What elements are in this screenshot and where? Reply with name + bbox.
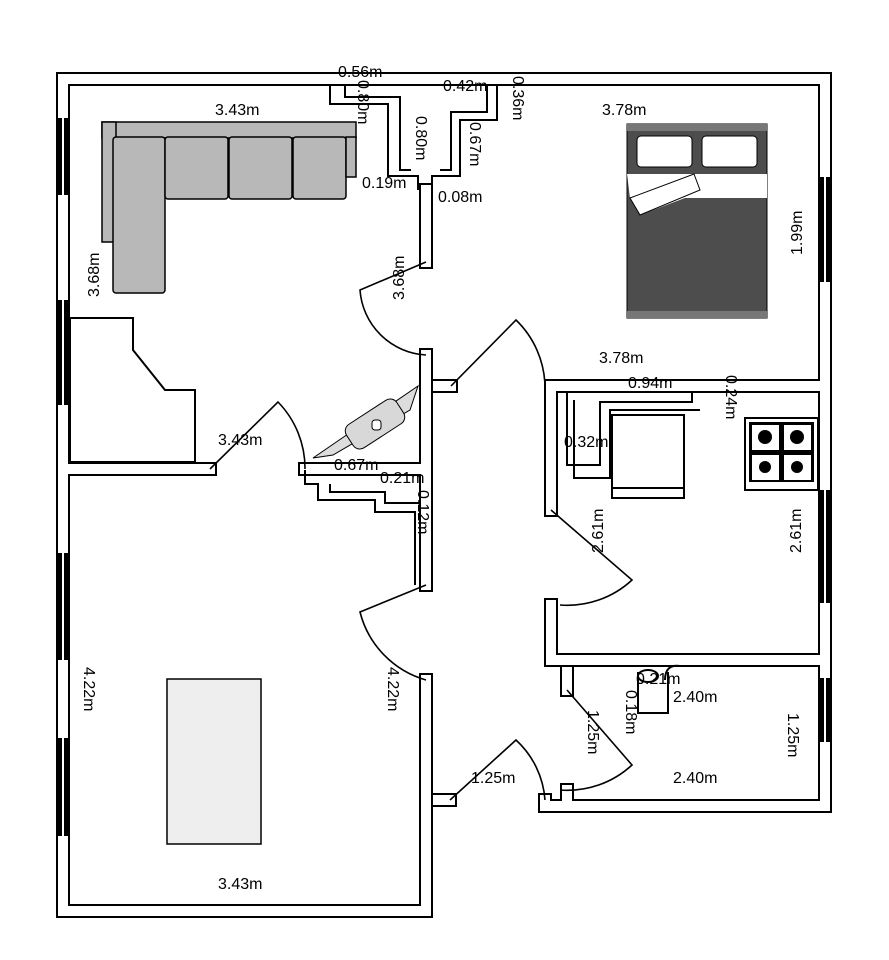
door-kitchen: [550, 509, 634, 607]
walls: [56, 72, 832, 918]
dim-label: 3.43m: [215, 102, 259, 119]
dim-label: 3.43m: [218, 432, 262, 449]
door-living-top: [209, 400, 306, 470]
dim-label: 0.80m: [354, 80, 371, 124]
dim-label: 0.67m: [466, 122, 483, 166]
dim-label: 4.22m: [384, 667, 401, 711]
dim-label: 0.21m: [380, 470, 424, 487]
sink: [312, 384, 419, 459]
dim-label: 0.24m: [722, 375, 739, 419]
ducts: [304, 86, 700, 714]
dim-label: 3.68m: [391, 256, 408, 300]
stove: [744, 417, 819, 491]
dim-label: 0.18m: [622, 690, 639, 734]
kitchen-counter-block: [69, 317, 196, 463]
dim-label: 1.25m: [584, 710, 601, 754]
dim-label: 0.42m: [443, 78, 487, 95]
door-entry: [449, 738, 546, 801]
dim-label: 2.40m: [673, 689, 717, 706]
dim-label: 0.56m: [338, 64, 382, 81]
dim-label: 0.80m: [412, 116, 429, 160]
door-bedroom: [359, 261, 427, 356]
dim-label: 0.67m: [334, 457, 378, 474]
dim-label: 0.32m: [564, 434, 608, 451]
dim-label: 2.61m: [788, 509, 805, 553]
door-living: [359, 584, 427, 681]
door-hall-bedroom: [450, 318, 546, 387]
dim-label: 0.21m: [636, 671, 680, 688]
dim-label: 3.43m: [218, 876, 262, 893]
door-bath: [559, 689, 634, 792]
dim-label: 1.25m: [784, 713, 801, 757]
dim-label: 3.78m: [599, 350, 643, 367]
dim-label: 1.25m: [471, 770, 515, 787]
dim-label: 0.08m: [438, 189, 482, 206]
dim-label: 0.36m: [509, 76, 526, 120]
toilet: [637, 664, 681, 683]
bed: [626, 123, 768, 319]
dim-label: 0.19m: [362, 175, 406, 192]
dim-label: 2.61m: [590, 509, 607, 553]
dim-label: 0.12m: [414, 490, 431, 534]
dim-label: 4.22m: [80, 667, 97, 711]
dining-table: [166, 678, 262, 845]
dim-label: 3.78m: [602, 102, 646, 119]
dim-label: 0.94m: [628, 375, 672, 392]
dim-label: 3.68m: [86, 253, 103, 297]
windows: [56, 118, 832, 836]
sofa: [101, 121, 357, 294]
dim-label: 2.40m: [673, 770, 717, 787]
fridge: [611, 414, 685, 499]
dim-label: 1.99m: [789, 211, 806, 255]
doors: [209, 261, 634, 801]
dimension-labels: 0.56m 0.80m 0.42m 0.36m 0.80m 0.19m 0.08…: [80, 64, 806, 893]
